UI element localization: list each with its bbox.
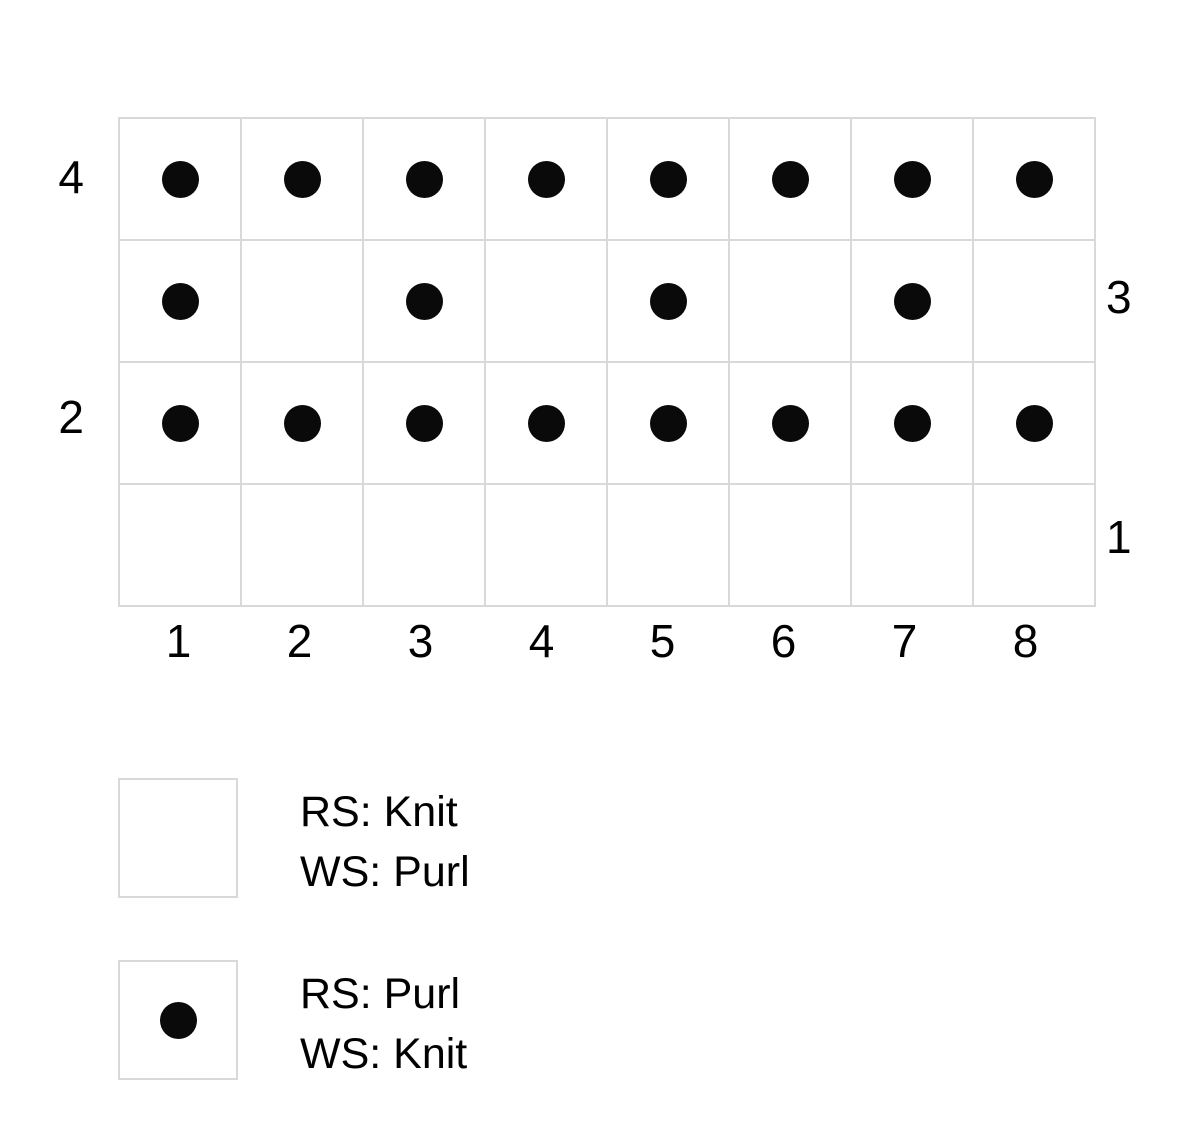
- column-label-3: 3: [407, 615, 434, 667]
- legend-swatch-empty: [118, 778, 238, 898]
- cell-r4-c8[interactable]: [972, 117, 1096, 241]
- column-label-8: 8: [1012, 615, 1039, 667]
- stitch-grid-body: [118, 117, 1096, 607]
- cell-r4-c5[interactable]: [606, 117, 730, 241]
- purl-dot-icon: [527, 160, 565, 198]
- cell-r2-c7[interactable]: [850, 361, 974, 485]
- cell-r1-c3[interactable]: [362, 483, 486, 607]
- cell-r3-c7[interactable]: [850, 239, 974, 363]
- cell-r4-c4[interactable]: [484, 117, 608, 241]
- chart-row-2: [118, 361, 1096, 485]
- cell-r1-c1[interactable]: [118, 483, 242, 607]
- column-labels: 1 2 3 4 5 6 7 8: [118, 612, 1086, 670]
- cell-r2-c8[interactable]: [972, 361, 1096, 485]
- cell-r3-c5[interactable]: [606, 239, 730, 363]
- cell-r4-c2[interactable]: [240, 117, 364, 241]
- cell-r2-c1[interactable]: [118, 361, 242, 485]
- purl-dot-icon: [161, 282, 199, 320]
- cell-r1-c8[interactable]: [972, 483, 1096, 607]
- cell-r4-c7[interactable]: [850, 117, 974, 241]
- purl-dot-icon: [405, 404, 443, 442]
- purl-dot-icon: [161, 404, 199, 442]
- cell-r1-c6[interactable]: [728, 483, 852, 607]
- cell-r2-c4[interactable]: [484, 361, 608, 485]
- purl-dot-icon: [1015, 404, 1053, 442]
- cell-r3-c1[interactable]: [118, 239, 242, 363]
- column-label-7: 7: [891, 615, 918, 667]
- stitch-grid-table: [118, 117, 1096, 607]
- chart-row-3: [118, 239, 1096, 363]
- column-label-6: 6: [770, 615, 797, 667]
- legend-purl-line2: WS: Knit: [300, 1030, 468, 1078]
- purl-dot-icon: [1015, 160, 1053, 198]
- cell-r2-c2[interactable]: [240, 361, 364, 485]
- cell-r4-c1[interactable]: [118, 117, 242, 241]
- purl-dot-icon: [649, 282, 687, 320]
- row-label-left-4: 4: [58, 151, 84, 203]
- purl-dot-icon: [283, 160, 321, 198]
- cell-r2-c5[interactable]: [606, 361, 730, 485]
- purl-dot-icon: [649, 404, 687, 442]
- legend-knit-line1: RS: Knit: [300, 788, 458, 836]
- cell-r1-c2[interactable]: [240, 483, 364, 607]
- cell-r1-c4[interactable]: [484, 483, 608, 607]
- row-label-right-1: 1: [1106, 511, 1132, 563]
- column-label-2: 2: [286, 615, 313, 667]
- cell-r4-c3[interactable]: [362, 117, 486, 241]
- legend-knit-line2: WS: Purl: [300, 848, 470, 896]
- legend-purl-line1: RS: Purl: [300, 970, 461, 1018]
- cell-r3-c8[interactable]: [972, 239, 1096, 363]
- purl-dot-icon: [771, 404, 809, 442]
- legend-item-knit: RS: Knit WS: Purl: [118, 778, 1018, 902]
- purl-dot-icon: [893, 160, 931, 198]
- purl-dot-icon: [771, 160, 809, 198]
- purl-dot-icon: [159, 1001, 197, 1039]
- legend-item-purl: RS: Purl WS: Knit: [118, 960, 1018, 1084]
- legend-text-purl: RS: Purl WS: Knit: [300, 960, 467, 1084]
- purl-dot-icon: [283, 404, 321, 442]
- chart-legend: RS: Knit WS: Purl RS: Purl WS: Knit: [118, 778, 1018, 1142]
- row-label-right-3: 3: [1106, 271, 1132, 323]
- cell-r3-c6[interactable]: [728, 239, 852, 363]
- cell-r2-c3[interactable]: [362, 361, 486, 485]
- purl-dot-icon: [405, 282, 443, 320]
- purl-dot-icon: [405, 160, 443, 198]
- knitting-chart: 4 2 3 1: [58, 117, 1132, 670]
- chart-row-1: [118, 483, 1096, 607]
- cell-r3-c4[interactable]: [484, 239, 608, 363]
- cell-r2-c6[interactable]: [728, 361, 852, 485]
- purl-dot-icon: [161, 160, 199, 198]
- cell-r3-c3[interactable]: [362, 239, 486, 363]
- column-label-1: 1: [165, 615, 192, 667]
- row-label-left-2: 2: [58, 391, 84, 443]
- legend-swatch-dot: [118, 960, 238, 1080]
- stitch-grid: [118, 117, 1096, 607]
- cell-r1-c7[interactable]: [850, 483, 974, 607]
- cell-r1-c5[interactable]: [606, 483, 730, 607]
- legend-text-knit: RS: Knit WS: Purl: [300, 778, 470, 902]
- chart-row-4: [118, 117, 1096, 241]
- purl-dot-icon: [527, 404, 565, 442]
- purl-dot-icon: [893, 404, 931, 442]
- cell-r4-c6[interactable]: [728, 117, 852, 241]
- column-label-4: 4: [528, 615, 555, 667]
- purl-dot-icon: [893, 282, 931, 320]
- purl-dot-icon: [649, 160, 687, 198]
- cell-r3-c2[interactable]: [240, 239, 364, 363]
- column-label-5: 5: [649, 615, 676, 667]
